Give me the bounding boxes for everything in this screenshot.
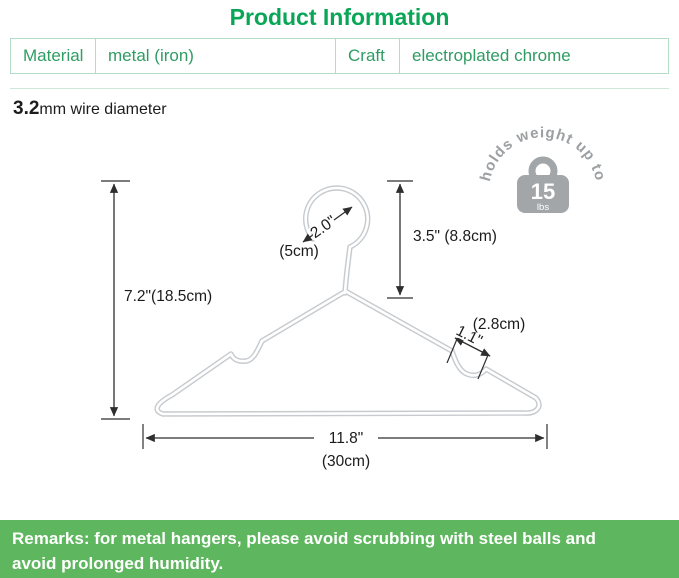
badge-weight-unit: lbs bbox=[537, 202, 549, 213]
dimension-hook-height: 3.5" (8.8cm) bbox=[387, 180, 497, 299]
page-title: Product Information bbox=[229, 4, 450, 30]
dimension-hook-width: 2.0" (5cm) bbox=[279, 206, 353, 260]
wire-diameter-label: mm wire diameter bbox=[39, 101, 167, 118]
section-divider bbox=[10, 88, 669, 89]
hook-height-label: 3.5" (8.8cm) bbox=[413, 228, 497, 245]
spec-label-material: Material bbox=[23, 46, 84, 65]
total-width-inch-label: 11.8" bbox=[329, 430, 364, 447]
hanger-body-outline bbox=[154, 288, 542, 417]
wire-diameter-note: 3.2mm wire diameter bbox=[13, 98, 167, 120]
dimension-total-height: 7.2"(18.5cm) bbox=[101, 180, 212, 420]
hook-width-cm-label: (5cm) bbox=[279, 243, 319, 260]
total-width-cm-label: (30cm) bbox=[322, 453, 370, 470]
spec-value-craft: electroplated chrome bbox=[399, 39, 668, 73]
badge-weight-value: 15 bbox=[531, 179, 555, 204]
remarks-banner: Remarks: for metal hangers, please avoid… bbox=[0, 520, 679, 578]
wire-diameter-value: 3.2 bbox=[13, 98, 40, 119]
spec-table: Material metal (iron) Craft electroplate… bbox=[10, 38, 669, 74]
weight-icon-body bbox=[517, 175, 569, 213]
hanger-hook-inner bbox=[304, 186, 369, 295]
dimension-total-width: 11.8" (30cm) bbox=[142, 424, 548, 470]
remarks-text: Remarks: for metal hangers, please avoid… bbox=[12, 529, 596, 573]
spec-value-material: metal (iron) bbox=[95, 39, 335, 73]
notch-cm-label: (2.8cm) bbox=[473, 316, 526, 333]
weight-capacity-badge: holds weight up to 15 lbs bbox=[477, 124, 609, 213]
hanger-body-inner bbox=[155, 289, 541, 416]
total-height-label: 7.2"(18.5cm) bbox=[124, 288, 212, 305]
hanger-dimension-diagram: 7.2"(18.5cm) 3.5" (8.8cm) 2.0" (5cm) 1.1… bbox=[101, 124, 609, 470]
badge-arc-text: holds weight up to bbox=[477, 124, 609, 183]
hanger-drawing bbox=[154, 185, 542, 417]
spec-label-craft: Craft bbox=[335, 39, 399, 73]
